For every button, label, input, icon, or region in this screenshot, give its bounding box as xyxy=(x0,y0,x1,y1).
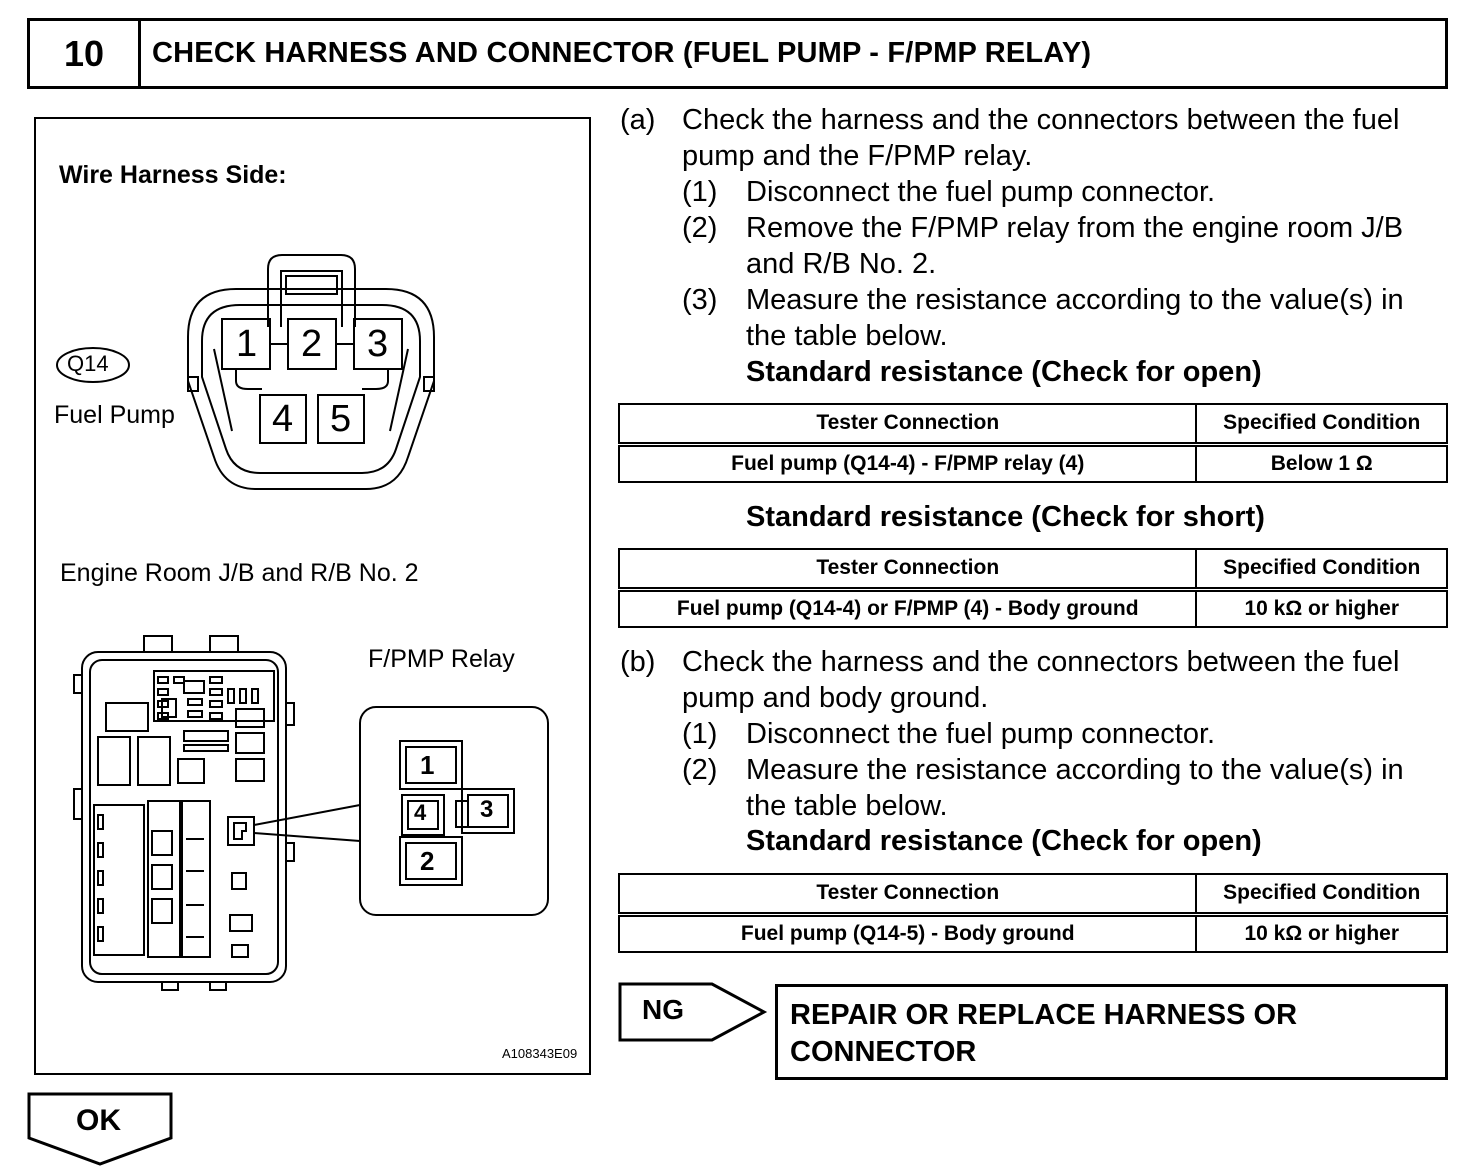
spec-table-short-a: Tester Connection Specified Condition Fu… xyxy=(617,548,1448,628)
step-a-sub1: Disconnect the fuel pump connector. xyxy=(746,176,1216,208)
relay-pin-1: 1 xyxy=(420,750,435,780)
wiring-figure: Wire Harness Side: Q14 Fuel Pump 1 2 3 4… xyxy=(34,117,591,1075)
table-row: Fuel pump (Q14-4) or F/PMP (4) - Body gr… xyxy=(617,588,1448,628)
spec-table-open-a: Tester Connection Specified Condition Fu… xyxy=(617,403,1448,483)
figure-drawing xyxy=(56,254,549,991)
table-cell-connection: Fuel pump (Q14-4) or F/PMP (4) - Body gr… xyxy=(617,588,1198,628)
connector-name-label: Fuel Pump xyxy=(54,401,175,429)
std-resistance-short-heading: Standard resistance (Check for short) xyxy=(746,501,1265,533)
harness-pin-4: 4 xyxy=(272,398,294,440)
table-header-connection: Tester Connection xyxy=(617,873,1198,917)
relay-pin-3: 3 xyxy=(480,796,494,823)
step-header: 10 CHECK HARNESS AND CONNECTOR (FUEL PUM… xyxy=(27,18,1448,89)
step-b-line1: Check the harness and the connectors bet… xyxy=(682,646,1400,678)
fuel-pump-connector-drawing xyxy=(56,254,435,490)
repair-action-box: REPAIR OR REPLACE HARNESS OR CONNECTOR xyxy=(775,984,1448,1080)
figure-code: A108343E09 xyxy=(502,1046,578,1061)
step-b-sub2-line2: the table below. xyxy=(746,790,948,822)
wire-harness-side-label: Wire Harness Side: xyxy=(59,161,287,189)
step-a-sub3-line1: Measure the resistance according to the … xyxy=(746,284,1404,316)
connector-code-label: Q14 xyxy=(67,351,109,376)
table-cell-condition: 10 kΩ or higher xyxy=(1195,588,1448,628)
relay-label: F/PMP Relay xyxy=(368,645,515,673)
std-resistance-open-heading: Standard resistance (Check for open) xyxy=(746,356,1262,388)
ng-arrow-icon xyxy=(618,982,768,1042)
step-b-marker: (b) xyxy=(620,646,656,678)
step-a-sub2-line1: Remove the F/PMP relay from the engine r… xyxy=(746,212,1404,244)
ng-label: NG xyxy=(642,994,684,1025)
step-a-sub2-marker: (2) xyxy=(682,212,718,244)
step-b-line2: pump and body ground. xyxy=(682,682,989,714)
step-number: 10 xyxy=(30,21,141,86)
step-b-sub1: Disconnect the fuel pump connector. xyxy=(746,718,1216,750)
relay-socket-drawing xyxy=(359,706,549,916)
spec-table-open-b: Tester Connection Specified Condition Fu… xyxy=(617,873,1448,953)
table-row: Fuel pump (Q14-5) - Body ground 10 kΩ or… xyxy=(617,913,1448,953)
table-cell-connection: Fuel pump (Q14-4) - F/PMP relay (4) xyxy=(617,443,1198,483)
step-b-sub2-line1: Measure the resistance according to the … xyxy=(746,754,1404,786)
table-header-connection: Tester Connection xyxy=(617,548,1198,592)
harness-pin-2: 2 xyxy=(301,323,323,365)
std-resistance-open-heading-b: Standard resistance (Check for open) xyxy=(746,825,1262,857)
step-a-marker: (a) xyxy=(620,104,656,136)
repair-line-2: CONNECTOR xyxy=(790,1036,977,1068)
repair-line-1: REPAIR OR REPLACE HARNESS OR xyxy=(790,999,1298,1031)
table-header-condition: Specified Condition xyxy=(1195,548,1448,592)
table-cell-connection: Fuel pump (Q14-5) - Body ground xyxy=(617,913,1198,953)
harness-pin-1: 1 xyxy=(236,323,258,365)
table-cell-condition: Below 1 Ω xyxy=(1195,443,1448,483)
step-a-sub3-line2: the table below. xyxy=(746,320,948,352)
step-a-line2: pump and the F/PMP relay. xyxy=(682,140,1033,172)
junction-block-label: Engine Room J/B and R/B No. 2 xyxy=(60,559,419,587)
step-title: CHECK HARNESS AND CONNECTOR (FUEL PUMP -… xyxy=(152,37,1092,69)
step-a-sub2-line2: and R/B No. 2. xyxy=(746,248,937,280)
step-b-sub2-marker: (2) xyxy=(682,754,718,786)
junction-block-drawing xyxy=(73,635,361,991)
ok-arrow-icon xyxy=(27,1092,173,1166)
step-a-sub1-marker: (1) xyxy=(682,176,718,208)
step-a-line1: Check the harness and the connectors bet… xyxy=(682,104,1400,136)
table-header-condition: Specified Condition xyxy=(1195,403,1448,447)
table-cell-condition: 10 kΩ or higher xyxy=(1195,913,1448,953)
step-a-sub3-marker: (3) xyxy=(682,284,718,316)
harness-pin-5: 5 xyxy=(330,398,352,440)
harness-pin-3: 3 xyxy=(367,323,389,365)
ok-label: OK xyxy=(76,1104,121,1137)
relay-pin-4: 4 xyxy=(414,800,427,825)
table-header-condition: Specified Condition xyxy=(1195,873,1448,917)
step-b-sub1-marker: (1) xyxy=(682,718,718,750)
table-header-connection: Tester Connection xyxy=(617,403,1198,447)
table-row: Fuel pump (Q14-4) - F/PMP relay (4) Belo… xyxy=(617,443,1448,483)
relay-pin-2: 2 xyxy=(420,846,435,876)
